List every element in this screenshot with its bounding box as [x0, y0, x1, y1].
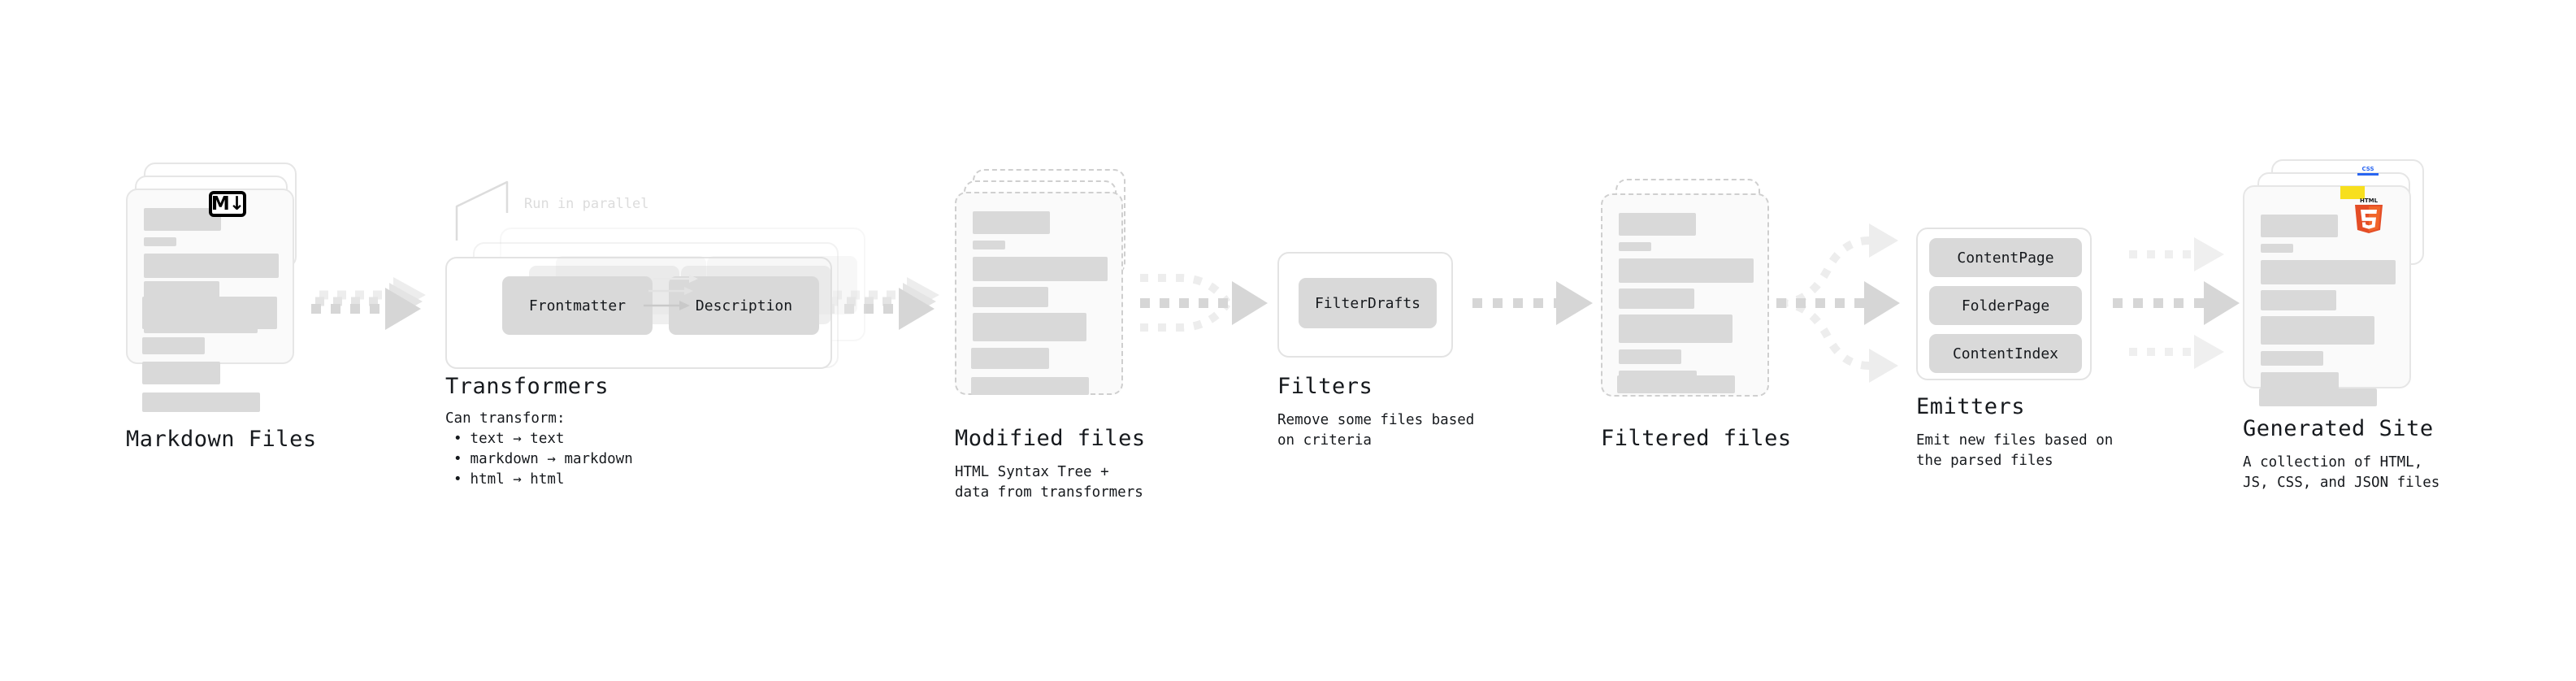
skeleton-bar [1619, 213, 1696, 236]
chip-label: Description [695, 297, 793, 314]
stage-subtitle: Emit new files based on the parsed files [1916, 432, 2114, 469]
connector-emitters-to-site [2113, 237, 2240, 369]
skeleton-bar [144, 254, 279, 278]
site-skeleton-lower [2259, 388, 2405, 421]
skeleton-bar [1619, 288, 1694, 309]
skeleton-bar [973, 211, 1050, 234]
skeleton-bar [142, 337, 205, 354]
stage-title: Filtered files [1601, 426, 1792, 451]
caption-filters: Filters Remove some files based on crite… [1277, 374, 1474, 451]
filtered-card-front [1601, 193, 1769, 397]
list-item: html → html [453, 470, 633, 490]
skeleton-bar [971, 348, 1049, 369]
run-in-parallel-label: Run in parallel [524, 196, 649, 212]
run-in-parallel-bracket [455, 180, 509, 241]
emitters-box: ContentPage FolderPage ContentIndex [1916, 228, 2092, 380]
css3-icon: CSS [2357, 167, 2379, 176]
connector-modified-to-filters [1140, 274, 1268, 332]
caption-markdown-files: Markdown Files [126, 427, 317, 452]
stage-subtitle: Remove some files based on criteria [1277, 412, 1475, 449]
chip-filterdrafts[interactable]: FilterDrafts [1299, 278, 1437, 328]
chip-description[interactable]: Description [669, 276, 819, 335]
markdown-icon: M↓ [209, 191, 246, 217]
stage-title: Filters [1277, 374, 1373, 399]
chip-contentpage[interactable]: ContentPage [1929, 238, 2082, 277]
connector-filtered-to-emitters [1776, 223, 1900, 383]
chip-frontmatter[interactable]: Frontmatter [502, 276, 653, 335]
skeleton-bar [142, 297, 277, 329]
skeleton-bar [2261, 372, 2339, 390]
skeleton-bar [973, 257, 1108, 281]
list-item: text → text [453, 429, 633, 449]
skeleton-bar [1619, 242, 1651, 251]
html5-icon: HTML [2352, 196, 2386, 235]
skeleton-bar [2261, 244, 2293, 253]
skeleton-bar [144, 208, 221, 231]
caption-transformers: Transformers Can transform: text → text … [445, 374, 633, 490]
caption-modified-files: Modified files HTML Syntax Tree + data f… [955, 426, 1146, 503]
site-card-html [2243, 185, 2411, 390]
modified-skeleton-lower [971, 348, 1117, 413]
svg-text:HTML: HTML [2360, 197, 2379, 204]
chip-label: ContentPage [1957, 249, 2054, 267]
chip-folderpage[interactable]: FolderPage [1929, 286, 2082, 325]
skeleton-bar [2261, 290, 2336, 310]
skeleton-bar [142, 393, 260, 412]
skeleton-bar [1617, 375, 1735, 393]
stage-title: Markdown Files [126, 427, 317, 452]
filtered-skeleton-lower [1617, 375, 1763, 408]
skeleton-bar [144, 237, 176, 246]
skeleton-bar [142, 362, 220, 384]
caption-emitters: Emitters Emit new files based on the par… [1916, 394, 2113, 471]
skeleton-bar [1619, 314, 1733, 343]
caption-filtered-files: Filtered files [1601, 426, 1792, 451]
markdown-skeleton-lower [142, 297, 280, 419]
chip-label: FolderPage [1961, 297, 2050, 314]
chip-label: ContentIndex [1952, 345, 2059, 362]
stage-title: Generated Site [2243, 416, 2434, 441]
stage-title: Emitters [1916, 394, 2026, 419]
js-icon [2340, 186, 2365, 199]
skeleton-bar [973, 313, 1086, 341]
skeleton-bar [2259, 388, 2377, 406]
stage-subtitle: HTML Syntax Tree + data from transformer… [955, 464, 1143, 501]
connector-md-to-transformers [311, 277, 426, 330]
stage-subtitle: A collection of HTML, JS, CSS, and JSON … [2243, 454, 2440, 491]
transformers-capability-list: Can transform: text → text markdown → ma… [445, 409, 633, 490]
connector-filters-to-filtered [1472, 281, 1593, 325]
stage-title: Modified files [955, 426, 1146, 451]
list-item: markdown → markdown [453, 449, 633, 470]
list-lead: Can transform: [445, 410, 566, 427]
chip-contentindex[interactable]: ContentIndex [1929, 334, 2082, 373]
skeleton-bar [1619, 349, 1681, 364]
caption-generated-site: Generated Site A collection of HTML, JS,… [2243, 416, 2439, 493]
chip-label: FilterDrafts [1314, 294, 1421, 312]
skeleton-bar [2261, 215, 2338, 237]
css3-label: CSS [2361, 166, 2374, 172]
skeleton-bar [2261, 351, 2323, 366]
css3-underline [2357, 173, 2379, 176]
skeleton-bar [1619, 258, 1754, 283]
chip-label: Frontmatter [528, 297, 627, 314]
skeleton-bar [971, 377, 1089, 395]
skeleton-bar [2261, 316, 2374, 345]
filters-box: FilterDrafts [1277, 252, 1453, 358]
skeleton-bar [973, 241, 1005, 249]
skeleton-bar [2261, 260, 2396, 284]
skeleton-bar [973, 287, 1048, 307]
stage-title: Transformers [445, 374, 609, 399]
